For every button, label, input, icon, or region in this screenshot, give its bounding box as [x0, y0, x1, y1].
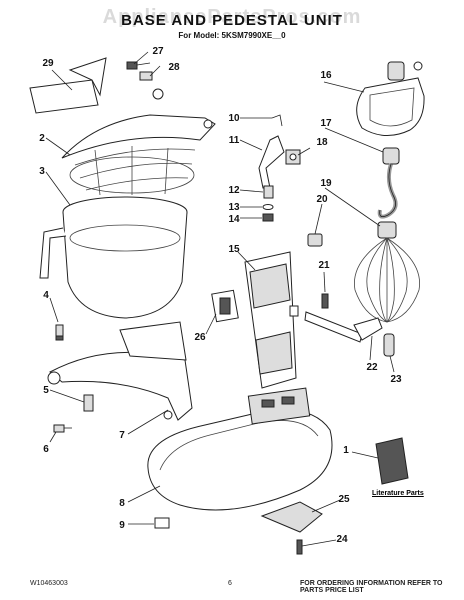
part-7-bowl-support — [47, 321, 193, 421]
callout-14: 14 — [228, 214, 240, 225]
part-8-base — [147, 387, 333, 511]
callout-8: 8 — [119, 498, 125, 509]
callout-4: 4 — [43, 290, 49, 301]
part-29-cover — [29, 57, 107, 114]
callout-15: 15 — [228, 244, 240, 255]
part-5-clip — [83, 394, 94, 412]
part-25-pad — [260, 501, 323, 533]
callout-26: 26 — [194, 332, 206, 343]
part-20-knob — [307, 233, 323, 247]
part-26-receptacle — [211, 289, 239, 323]
callout-27: 27 — [152, 46, 164, 57]
part-11-shaft — [258, 135, 285, 189]
callout-23: 23 — [390, 374, 402, 385]
callout-29: 29 — [42, 58, 54, 69]
callout-12: 12 — [228, 185, 240, 196]
callout-11: 11 — [229, 135, 240, 146]
callout-2: 2 — [39, 133, 45, 144]
callout-1: 1 — [343, 445, 349, 456]
part-15-pedestal — [244, 251, 299, 389]
part-10-lever — [271, 114, 283, 127]
page-number: 6 — [228, 580, 232, 587]
leader-lines — [45, 51, 395, 547]
callout-numbers: 29 27 28 2 3 4 5 6 7 8 9 10 11 12 13 14 … — [39, 46, 402, 545]
part-24-screw — [296, 539, 303, 555]
callout-28: 28 — [168, 62, 180, 73]
part-17-dough-hook — [377, 147, 400, 219]
part-14-nut — [262, 213, 274, 222]
callout-9: 9 — [119, 520, 125, 531]
part-13-washer — [262, 204, 274, 210]
callout-7: 7 — [119, 430, 125, 441]
part-22-crank — [304, 311, 383, 343]
part-3-bowl — [39, 196, 188, 319]
literature-parts-label: Literature Parts — [372, 490, 424, 497]
part-16-flat-beater — [356, 61, 425, 136]
diagram-title: BASE AND PEDESTAL UNIT — [121, 12, 343, 29]
callout-19: 19 — [320, 178, 332, 189]
part-18-clamp — [285, 149, 301, 165]
callout-22: 22 — [366, 362, 378, 373]
doc-number: W10463003 — [30, 580, 68, 587]
model-line: For Model: 5KSM7990XE__0 — [178, 31, 286, 40]
part-19-wire-whip — [354, 221, 420, 323]
part-12-spring — [263, 185, 274, 199]
part-27-screw — [126, 61, 151, 70]
callout-17: 17 — [320, 118, 332, 129]
callout-6: 6 — [43, 444, 49, 455]
part-6-screw — [53, 424, 72, 433]
callout-20: 20 — [316, 194, 328, 205]
callout-13: 13 — [228, 202, 240, 213]
part-28-spring — [139, 71, 164, 100]
callout-16: 16 — [320, 70, 332, 81]
part-23-handle — [383, 333, 395, 357]
callout-24: 24 — [336, 534, 348, 545]
callout-3: 3 — [39, 166, 45, 177]
callout-5: 5 — [43, 385, 49, 396]
callout-10: 10 — [228, 113, 240, 124]
part-4-pin — [55, 324, 64, 341]
part-21-screw — [321, 293, 329, 309]
part-1-literature — [375, 437, 409, 485]
callout-21: 21 — [318, 260, 330, 271]
ordering-note: FOR ORDERING INFORMATION REFER TO PARTS … — [300, 580, 443, 594]
part-9-foot — [154, 517, 170, 529]
watermark: AppliancePartsPros.com — [102, 6, 362, 28]
part-2-pouring-shield — [61, 114, 216, 196]
callout-25: 25 — [338, 494, 350, 505]
callout-18: 18 — [316, 137, 328, 148]
